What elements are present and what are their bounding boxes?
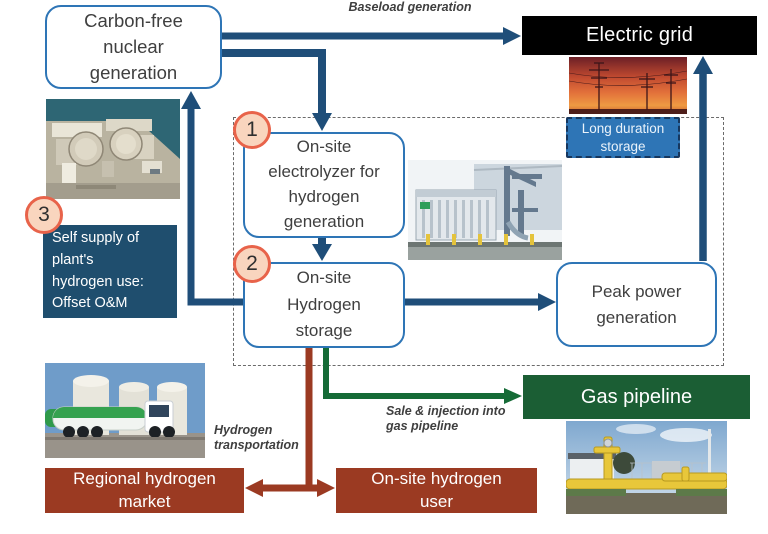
regional-market-box: Regional hydrogen market [45, 468, 244, 513]
peak-power-label: Peak power generation [591, 282, 682, 327]
onsite-user-box: On-site hydrogen user [336, 468, 537, 513]
sale-injection-note: Sale & injection into gas pipeline [386, 404, 506, 433]
baseload-generation-note: Baseload generation [348, 0, 472, 14]
electrolyzer-label: On-site electrolyzer for hydrogen genera… [268, 137, 380, 231]
self-supply-label: Self supply of plant's hydrogen use: Off… [52, 230, 144, 312]
gas-pipeline-label: Gas pipeline [580, 385, 693, 408]
step-badge-3-number: 3 [38, 203, 50, 226]
arrow-nuclear-to-grid [222, 27, 521, 45]
regional-market-label: Regional hydrogen market [73, 469, 216, 511]
electric-grid-box: Electric grid [522, 16, 757, 55]
step-badge-2: 2 [233, 245, 271, 283]
gas-pipeline-photo [566, 421, 727, 514]
transmission-lines-photo [569, 57, 687, 114]
long-duration-storage-box: Long duration storage [566, 117, 680, 158]
hydrogen-truck-photo [45, 363, 205, 458]
gas-pipeline-illustration [566, 421, 727, 514]
self-supply-box: Self supply of plant's hydrogen use: Off… [43, 225, 177, 318]
nuclear-plant-illustration [46, 99, 180, 199]
long-duration-storage-label: Long duration storage [581, 120, 665, 154]
step-badge-3: 3 [25, 196, 63, 234]
hydrogen-transportation-note: Hydrogen transportation [214, 423, 299, 452]
step-badge-1: 1 [233, 111, 271, 149]
nuclear-generation-label: Carbon-free nuclear generation [84, 10, 183, 83]
electrolyzer-photo [408, 160, 562, 260]
hydrogen-storage-label: On-site Hydrogen storage [287, 268, 361, 341]
hydrogen-truck-illustration [45, 363, 205, 458]
nuclear-generation-box: Carbon-free nuclear generation [45, 5, 222, 89]
electric-grid-label: Electric grid [585, 24, 694, 46]
step-badge-1-number: 1 [246, 118, 258, 141]
electrolyzer-box: On-site electrolyzer for hydrogen genera… [243, 132, 405, 238]
peak-power-box: Peak power generation [556, 262, 717, 347]
step-badge-2-number: 2 [246, 252, 258, 275]
hydrogen-storage-box: On-site Hydrogen storage [243, 262, 405, 348]
transmission-lines-illustration [569, 57, 687, 114]
nuclear-plant-photo [46, 99, 180, 199]
gas-pipeline-box: Gas pipeline [523, 375, 750, 419]
onsite-user-label: On-site hydrogen user [371, 469, 502, 511]
electrolyzer-illustration [408, 160, 562, 260]
